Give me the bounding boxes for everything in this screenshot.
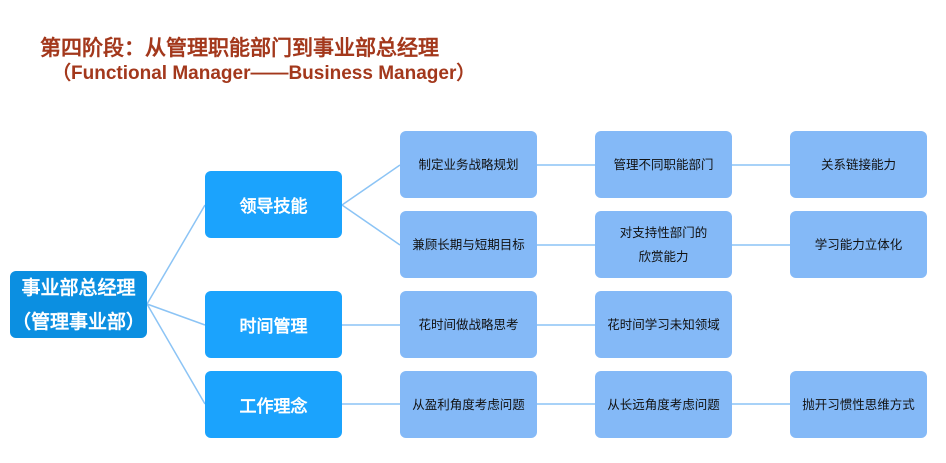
node: 对支持性部门的 欣赏能力 xyxy=(595,211,732,278)
connector xyxy=(341,204,401,246)
node: 从盈利角度考虑问题 xyxy=(400,371,537,438)
node: 制定业务战略规划 xyxy=(400,131,537,198)
root-sublabel: （管理事业部） xyxy=(11,310,145,333)
node: 花时间做战略思考 xyxy=(400,291,537,358)
branch-leadership-skills: 领导技能 xyxy=(205,171,342,238)
page-subtitle: （Functional Manager——Business Manager） xyxy=(52,63,476,84)
connector xyxy=(146,303,206,405)
connector xyxy=(146,204,206,305)
node: 兼顾长期与短期目标 xyxy=(400,211,537,278)
connector xyxy=(341,164,401,206)
branch-work-philosophy: 工作理念 xyxy=(205,371,342,438)
node: 抛开习惯性思维方式 xyxy=(790,371,927,438)
root-node: 事业部总经理 （管理事业部） xyxy=(10,271,147,338)
node: 花时间学习未知领域 xyxy=(595,291,732,358)
node: 管理不同职能部门 xyxy=(595,131,732,198)
page-title: 第四阶段：从管理职能部门到事业部总经理 xyxy=(40,36,439,60)
node: 从长远角度考虑问题 xyxy=(595,371,732,438)
branch-time-management: 时间管理 xyxy=(205,291,342,358)
connector xyxy=(146,303,206,326)
node: 关系链接能力 xyxy=(790,131,927,198)
node: 学习能力立体化 xyxy=(790,211,927,278)
root-label: 事业部总经理 xyxy=(21,276,136,299)
